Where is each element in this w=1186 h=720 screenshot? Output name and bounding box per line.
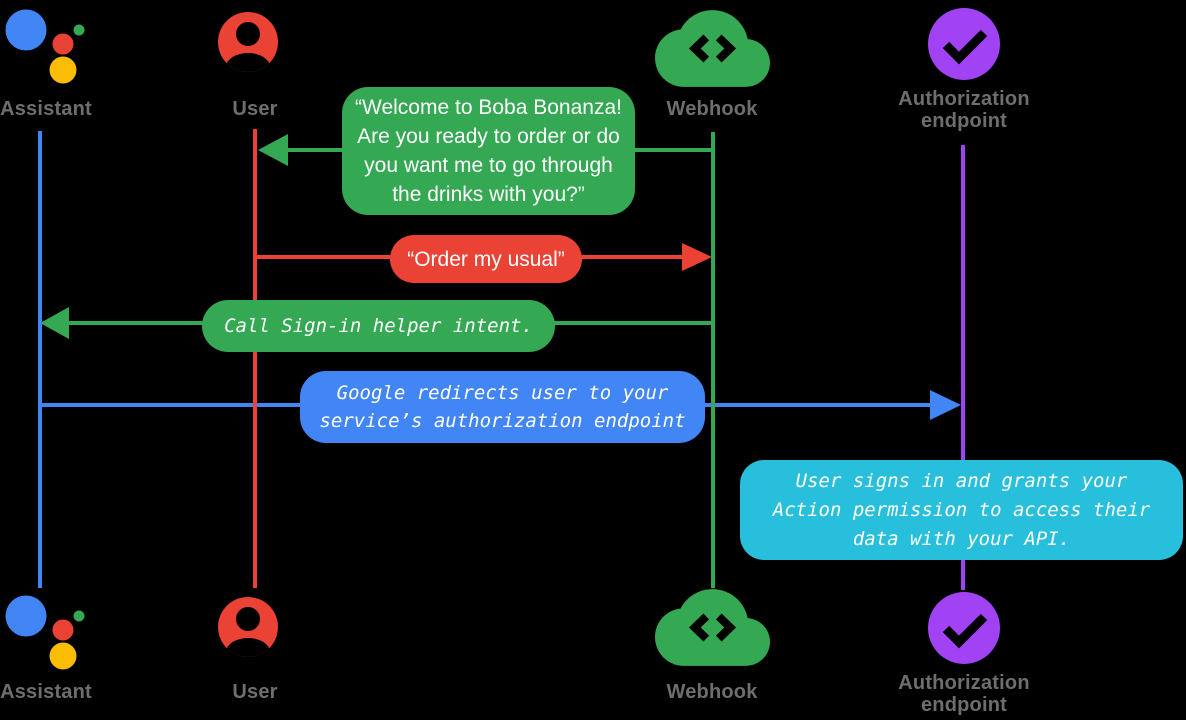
arrowhead-right-icon xyxy=(930,390,961,420)
user-label-top: User xyxy=(232,98,278,120)
arrowhead-left-icon xyxy=(258,134,288,166)
user-label-bottom: User xyxy=(232,681,278,703)
message-order-my-usual: “Order my usual” xyxy=(390,235,582,283)
webhook-cloud-code-icon xyxy=(655,10,770,87)
assistant-label-bottom: Assistant xyxy=(0,681,92,703)
webhook-cloud-code-icon xyxy=(655,589,770,666)
google-assistant-icon xyxy=(5,595,85,670)
message-call-signin-helper: Call Sign-in helper intent. xyxy=(202,300,555,352)
assistant-lifeline xyxy=(38,131,42,588)
authorization-endpoint-label-top: Authorization endpoint xyxy=(898,88,1030,132)
user-person-icon xyxy=(218,12,278,72)
arrowhead-right-icon xyxy=(682,243,712,271)
webhook-label-top: Webhook xyxy=(666,98,758,120)
user-lifeline xyxy=(253,129,257,588)
message-google-redirects: Google redirects user to your service’s … xyxy=(300,371,705,443)
message-welcome: “Welcome to Boba Bonanza! Are you ready … xyxy=(342,87,635,215)
assistant-label-top: Assistant xyxy=(0,98,92,120)
google-assistant-icon xyxy=(5,9,85,84)
arrowhead-left-icon xyxy=(40,307,69,339)
authorization-check-circle-icon xyxy=(928,8,1000,80)
webhook-lifeline xyxy=(711,132,715,588)
message-user-signs-in: User signs in and grants your Action per… xyxy=(740,460,1183,560)
webhook-label-bottom: Webhook xyxy=(666,681,758,703)
user-person-icon xyxy=(218,597,278,657)
authorization-endpoint-label-bottom: Authorization endpoint xyxy=(898,672,1030,716)
authorization-check-circle-icon xyxy=(928,592,1000,664)
authorization-endpoint-lifeline xyxy=(961,145,965,590)
